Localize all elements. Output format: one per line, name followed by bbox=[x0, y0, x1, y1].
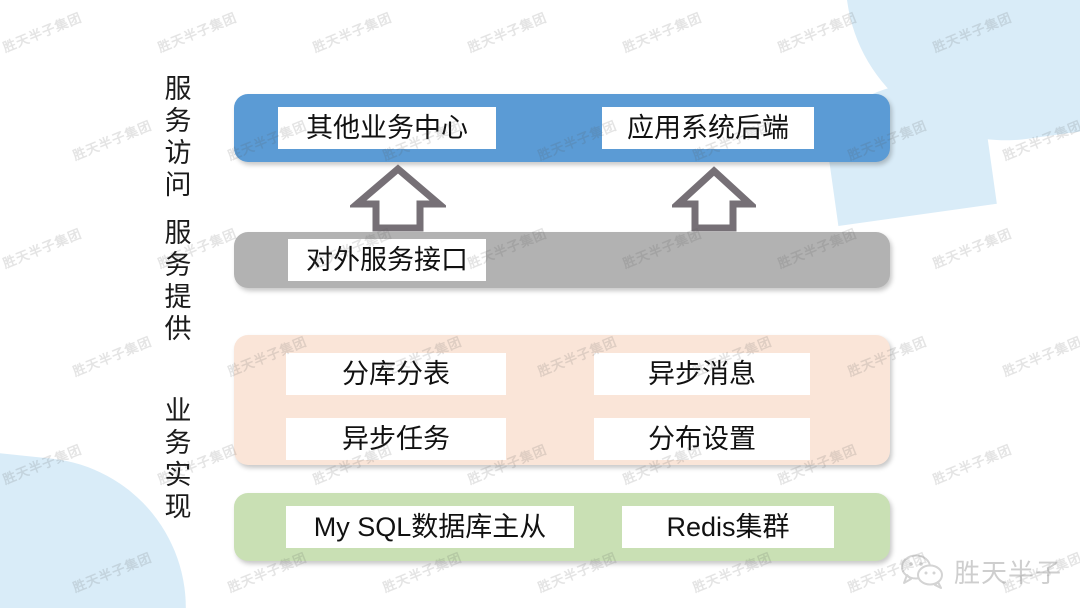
watermark-text: 胜天半子集团 bbox=[310, 9, 395, 56]
side-label-char: 现 bbox=[164, 491, 192, 522]
watermark-text: 胜天半子集团 bbox=[1000, 333, 1080, 380]
side-label-service-access: 服 务 访 问 bbox=[156, 74, 200, 201]
side-label-char: 服 bbox=[164, 218, 192, 248]
side-label-char: 业 bbox=[164, 396, 192, 426]
watermark-text: 胜天半子集团 bbox=[70, 117, 155, 164]
chip-label: 异步消息 bbox=[648, 358, 756, 389]
chip-label: 对外服务接口 bbox=[306, 244, 468, 275]
side-label-char: 提 bbox=[164, 281, 192, 312]
watermark-text: 胜天半子集团 bbox=[0, 9, 85, 56]
service-provide-band: 对外服务接口 bbox=[234, 232, 890, 288]
watermark-text: 胜天半子集团 bbox=[930, 9, 1015, 56]
watermark-text: 胜天半子集团 bbox=[0, 225, 85, 272]
side-label-business-impl: 业 务 实 现 bbox=[156, 396, 200, 523]
chip-label: My SQL数据库主从 bbox=[313, 511, 547, 542]
chip-external-service-interface[interactable]: 对外服务接口 bbox=[288, 239, 486, 281]
side-label-char: 供 bbox=[164, 313, 192, 344]
watermark-text: 胜天半子集团 bbox=[930, 441, 1015, 488]
side-label-char: 务 bbox=[164, 427, 192, 458]
watermark-text: 胜天半子集团 bbox=[0, 441, 85, 488]
side-label-char: 服 bbox=[164, 74, 192, 104]
chip-mysql-master-slave[interactable]: My SQL数据库主从 bbox=[286, 506, 574, 548]
storage-band: My SQL数据库主从 Redis集群 bbox=[234, 493, 890, 561]
watermark-text: 胜天半子集团 bbox=[620, 9, 705, 56]
chip-redis-cluster[interactable]: Redis集群 bbox=[622, 506, 834, 548]
arrow-up-left-icon bbox=[350, 164, 446, 232]
side-label-char: 务 bbox=[164, 249, 192, 280]
chip-sharding[interactable]: 分库分表 bbox=[286, 353, 506, 395]
watermark-text: 胜天半子集团 bbox=[155, 9, 240, 56]
chip-async-message[interactable]: 异步消息 bbox=[594, 353, 810, 395]
business-impl-band: 分库分表 异步消息 异步任务 分布设置 bbox=[234, 335, 890, 465]
watermark-text: 胜天半子集团 bbox=[465, 9, 550, 56]
side-label-service-provide: 服 务 提 供 bbox=[156, 218, 200, 345]
watermark-text: 胜天半子集团 bbox=[1000, 117, 1080, 164]
chip-label: 其他业务中心 bbox=[306, 112, 468, 143]
chip-label: 应用系统后端 bbox=[627, 112, 789, 143]
chip-application-backend[interactable]: 应用系统后端 bbox=[602, 107, 814, 149]
side-label-char: 务 bbox=[164, 105, 192, 136]
chip-label: Redis集群 bbox=[666, 511, 790, 542]
brand-name: 胜天半子 bbox=[953, 558, 1062, 588]
wechat-icon bbox=[900, 554, 943, 589]
chip-label: 分库分表 bbox=[342, 358, 450, 389]
side-label-char: 实 bbox=[164, 459, 192, 490]
side-label-char: 问 bbox=[164, 169, 192, 200]
chip-distributed-config[interactable]: 分布设置 bbox=[594, 418, 810, 460]
chip-label: 异步任务 bbox=[342, 423, 450, 454]
service-access-band: 其他业务中心 应用系统后端 bbox=[234, 94, 890, 162]
watermark-text: 胜天半子集团 bbox=[70, 549, 155, 596]
arrow-up-right-icon bbox=[672, 166, 756, 232]
chip-label: 分布设置 bbox=[648, 423, 756, 454]
brand-badge: 胜天半子 bbox=[900, 553, 1062, 590]
watermark-text: 胜天半子集团 bbox=[930, 225, 1015, 272]
watermark-text: 胜天半子集团 bbox=[70, 333, 155, 380]
side-label-char: 访 bbox=[164, 137, 192, 168]
watermark-text: 胜天半子集团 bbox=[775, 9, 860, 56]
chip-async-task[interactable]: 异步任务 bbox=[286, 418, 506, 460]
chip-other-business-center[interactable]: 其他业务中心 bbox=[278, 107, 496, 149]
